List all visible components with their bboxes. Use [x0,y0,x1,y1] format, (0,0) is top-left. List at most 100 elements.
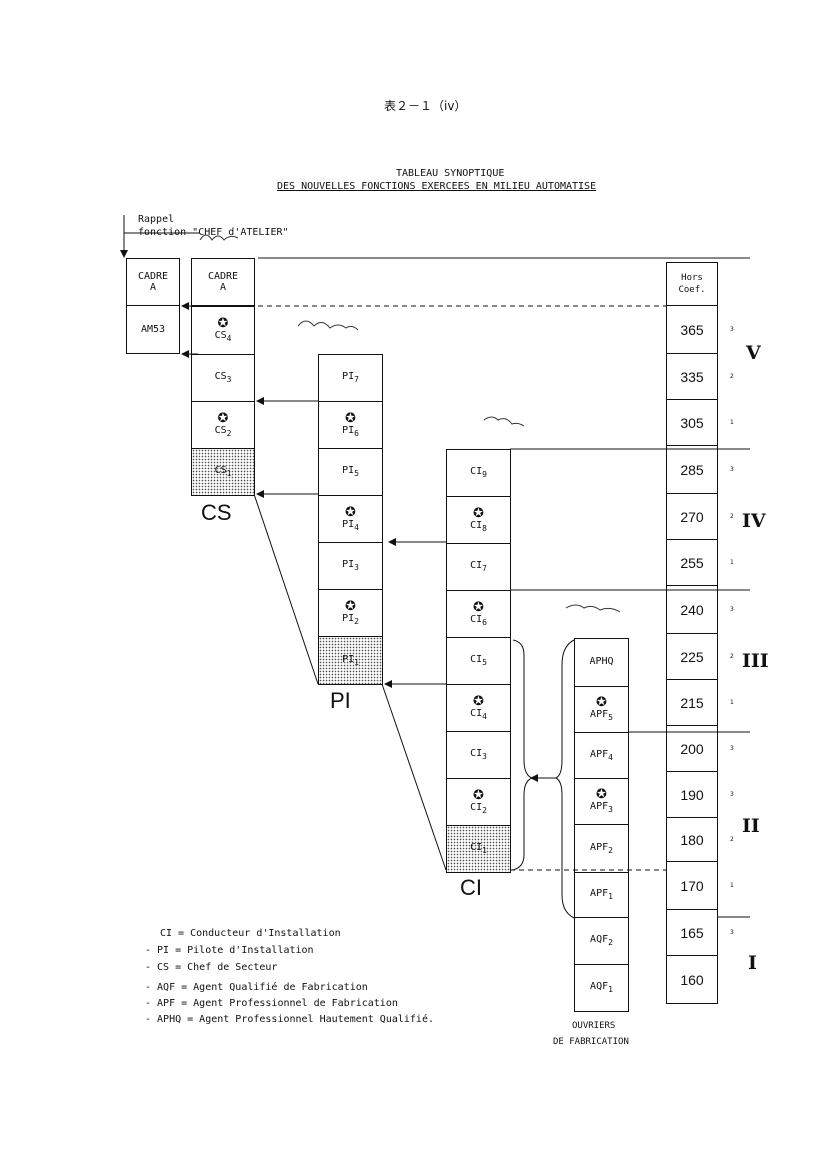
ouvriers-caption-1: OUVRIERS [572,1021,616,1031]
ouvriers-cell-code: AQF [590,981,609,992]
pi-cell-index: 5 [354,469,359,478]
ouvriers-cell-apf5: ✪APF5 [574,686,629,733]
coef-cell-240: 240 [666,586,718,634]
ouvriers-cell-index: 5 [608,713,613,722]
coef-cell-170: 170 [666,862,718,910]
arrow-ci8-pi3 [388,538,396,546]
ouvriers-cell-aphq: APHQ [574,638,629,687]
coef-header-line-1: Hors [681,273,703,283]
cs-cell-label: CS1 [215,465,232,479]
ci-cell-ci6: ✪CI6 [446,590,511,638]
pi-cell-pi1: PI1 [318,636,383,685]
ouvriers-cell-apf1: APF1 [574,872,629,918]
cs-cell-index: 2 [226,428,232,438]
ci-cell-index: 2 [482,805,487,815]
star-icon: ✪ [473,693,484,709]
cs-cadre-line-2: A [219,282,227,293]
coef-cell-190: 190 [666,772,718,818]
handwritten-mark-3 [483,416,525,427]
ci-cell-index: 1 [482,846,487,855]
coef-rank: 2 [730,513,734,520]
coef-rank: 1 [730,699,734,706]
ouvriers-cell-index: 2 [608,845,613,855]
ouvriers-cell-label: AQF2 [590,934,613,948]
arrow-pi5-cs1 [256,490,264,498]
pi-cell-pi7: PI7 [318,354,383,402]
ci-cell-label: CI2 [470,802,487,816]
ouvriers-caption-2: DE FABRICATION [553,1037,629,1047]
arrow-pi7-cs2 [256,397,264,405]
funnel-pi-ci [381,683,447,871]
cs-cadre-line-1: CADRE [207,271,239,282]
level-iii: III [742,650,769,672]
cs-cell-cs2: ✪CS2 [191,401,255,449]
star-icon: ✪ [473,787,484,803]
ci-cell-ci2: ✪CI2 [446,778,511,826]
funnel-cs-pi [253,493,319,685]
ouvriers-cell-code: APHQ [589,655,614,667]
coef-value: 240 [680,601,704,618]
ci-cell-label: CI9 [470,466,487,480]
cs-cell-index: 4 [226,334,232,343]
ci-cell-index: 7 [482,564,487,573]
coef-rank: 1 [730,419,734,426]
coef-value: 160 [680,971,704,988]
ouvriers-cell-label: APF5 [590,709,613,723]
pi-cell-code: PI [342,612,355,624]
coef-rank: 3 [730,466,734,473]
cs-cell-label: CS2 [215,425,232,439]
ouvriers-cell-code: APF [590,709,609,720]
ouvriers-cell-label: APF1 [590,888,613,902]
ci-cell-label: CI7 [470,560,487,574]
pi-cell-label: PI4 [342,519,359,533]
pi-group-label: PI [330,688,351,713]
coef-value: 305 [680,414,704,431]
ci-cell-label: CI3 [470,748,487,762]
arrow-cadre [181,302,189,310]
coef-value: 225 [680,648,704,665]
coef-rank: 3 [730,326,734,333]
pi-cell-code: PI [342,424,355,436]
ouvriers-cell-label: APF4 [590,749,613,763]
cs-cell-index: 1 [226,469,232,478]
pi-cell-label: PI5 [342,465,359,479]
pi-cell-label: PI2 [342,613,359,627]
cs-cell-index: 3 [226,375,232,384]
star-icon: ✪ [473,599,484,615]
pi-cell-index: 4 [354,522,359,532]
coef-cell-215: 215 [666,680,718,726]
cs-cell-code: CS [214,330,227,341]
coef-rank: 2 [730,373,734,380]
cs-group-label: CS [201,500,232,525]
ouvriers-cell-apf3: ✪APF3 [574,778,629,825]
star-icon: ✪ [596,695,607,710]
ouvriers-cell-index: 4 [608,752,613,762]
coef-rank: 1 [730,559,734,566]
ci-cell-code: CI [470,707,483,719]
rappel-function: fonction "CHEF d'ATELIER" [138,227,289,238]
coef-cell-305: 305 [666,400,718,446]
rappel-cadre-line-2: A [149,282,157,293]
ci-cell-ci9: CI9 [446,449,511,497]
ci-cell-code: CI [470,801,483,813]
cs-cell-code: CS [214,371,227,382]
pi-cell-index: 6 [354,428,359,438]
ouvriers-cell-label: AQF1 [590,981,613,995]
ouvriers-brace [554,639,575,919]
coef-value: 215 [680,694,704,711]
coef-rank: 3 [730,791,734,798]
star-icon: ✪ [217,316,229,331]
coef-value: 190 [680,786,704,803]
ci-brace [512,639,534,871]
ci-cell-index: 8 [482,523,487,533]
legend-pi: - PI = Pilote d'Installation [145,945,314,956]
coef-cell-165: 165 [666,910,718,956]
ouvriers-cell-code: APF [590,841,609,853]
ouvriers-cell-label: APHQ [589,656,613,670]
rappel-cadre-line-1: CADRE [137,271,169,282]
ci-cell-index: 9 [482,470,487,479]
coef-value: 270 [680,508,704,525]
pi-cell-code: PI [342,653,355,665]
ouvriers-cell-index: 2 [608,938,613,947]
